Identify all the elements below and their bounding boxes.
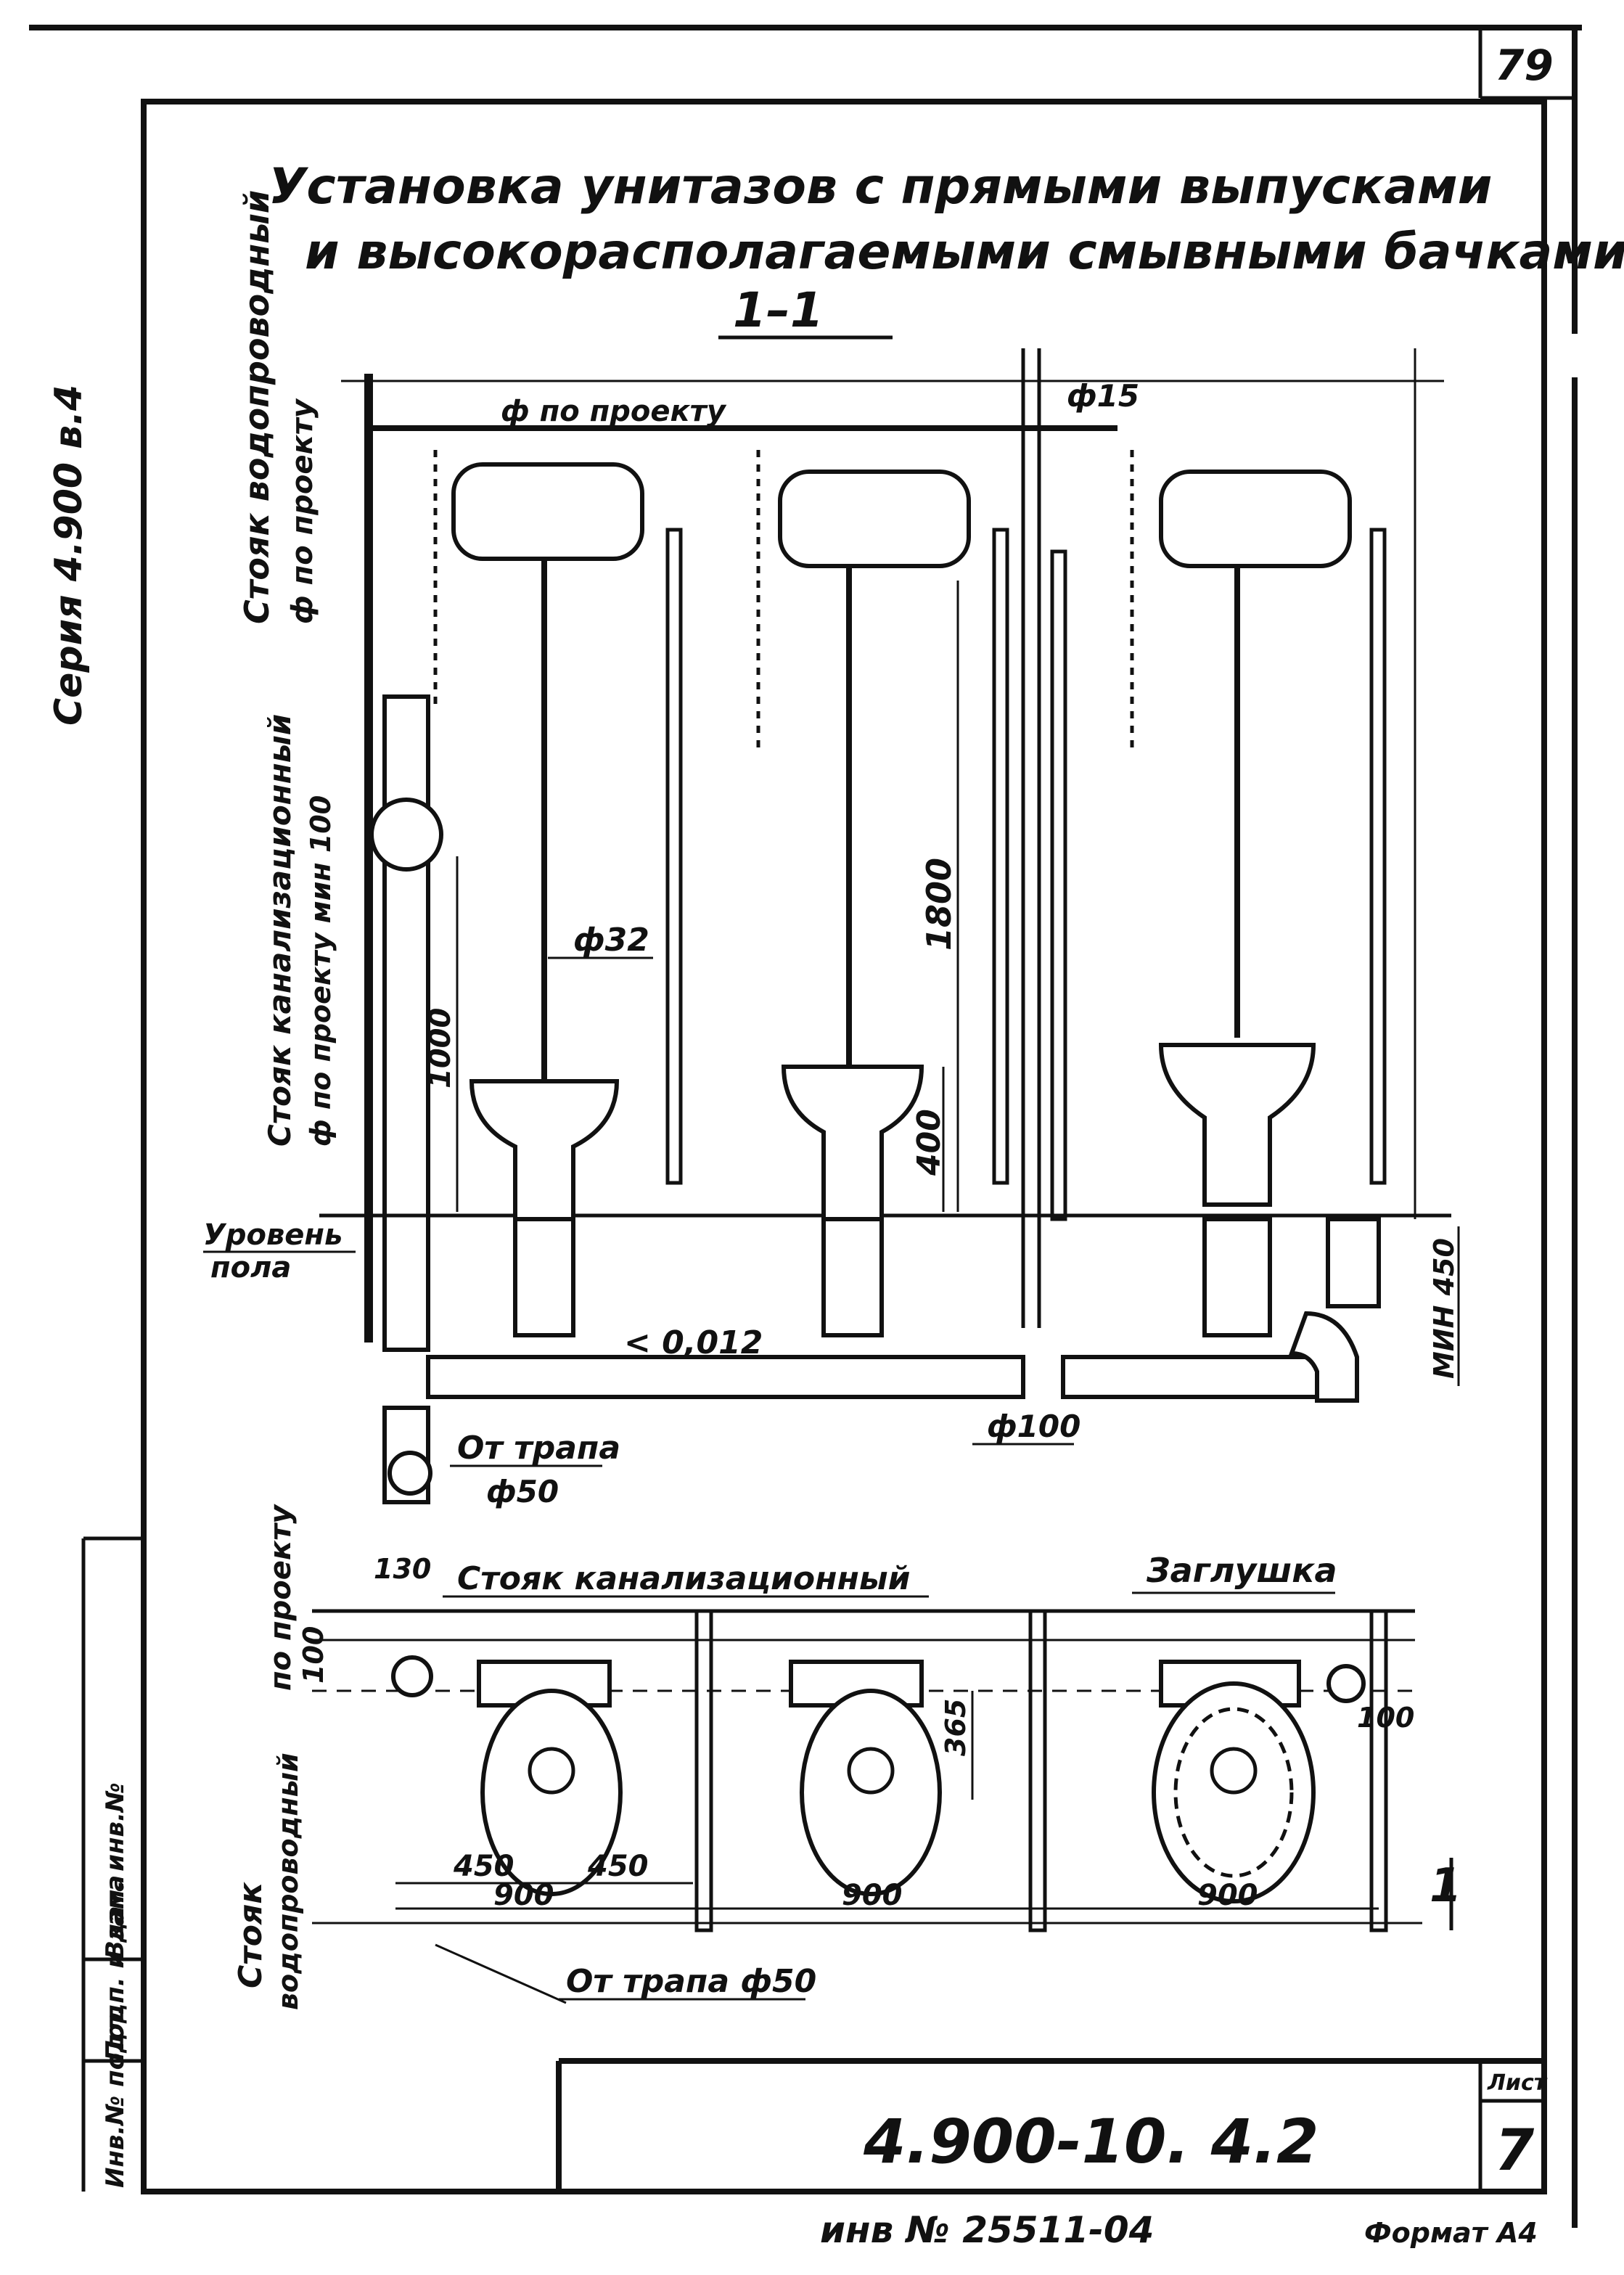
label-floor-1: Уровень bbox=[203, 1218, 343, 1252]
label-plan-riser-water-1: Стояк bbox=[232, 1882, 269, 1988]
partition-2 bbox=[992, 528, 1009, 1185]
dim-900-c: 900 bbox=[1197, 1879, 1258, 1912]
plan-partition-1 bbox=[694, 1609, 713, 1932]
section-cut-mark: 1 bbox=[1430, 1859, 1462, 1913]
end-outlet bbox=[1326, 1217, 1381, 1308]
label-from-drain-50: От трапа ф50 bbox=[566, 1963, 816, 2000]
dim-min450: МИН 450 bbox=[1428, 1238, 1460, 1379]
margin-series: Серия 4.900 в.4 bbox=[47, 385, 91, 726]
toilet-fixture-3 bbox=[1050, 450, 1387, 1337]
bowl-3 bbox=[1158, 1043, 1316, 1207]
side-table-cell-3: Инв.№ подл. bbox=[101, 2006, 130, 2188]
label-riser-water-dia: ф по проекту bbox=[286, 398, 319, 624]
partition-1 bbox=[665, 528, 683, 1185]
label-pipe-100: ф100 bbox=[987, 1409, 1080, 1444]
label-pipe-15: ф15 bbox=[1067, 378, 1139, 414]
dim-130: 130 bbox=[374, 1553, 431, 1585]
cistern-2 bbox=[778, 470, 971, 568]
plan-outlet-3 bbox=[1210, 1747, 1258, 1795]
plan-plug bbox=[1326, 1664, 1366, 1703]
section-mark: 1–1 bbox=[733, 282, 824, 338]
partition-3 bbox=[1050, 549, 1067, 1221]
label-plug: Заглушка bbox=[1146, 1551, 1337, 1590]
doc-number: 4.900-10. 4.2 bbox=[863, 2106, 1319, 2177]
sewer-main-right bbox=[1061, 1355, 1341, 1399]
toilet-fixture-1 bbox=[433, 450, 644, 1337]
label-dia-50: ф50 bbox=[486, 1474, 559, 1509]
label-floor-2: пола bbox=[210, 1251, 291, 1284]
cistern-3 bbox=[1159, 470, 1352, 568]
inventory-note: инв № 25511-04 bbox=[820, 2209, 1154, 2251]
label-slope: < 0,012 bbox=[624, 1324, 763, 1361]
title-line-2: и высокорасполагаемыми смывными бачками bbox=[305, 224, 1624, 281]
bowl-2 bbox=[781, 1065, 924, 1221]
end-elbow bbox=[1288, 1311, 1359, 1403]
dim-1000: 1000 bbox=[424, 1008, 457, 1089]
toilet-fixture-2 bbox=[665, 450, 1009, 1337]
sewer-main-left bbox=[426, 1355, 1025, 1399]
dim-100-left: 100 bbox=[298, 1626, 329, 1684]
plan-outlet-1 bbox=[528, 1747, 575, 1795]
dim-365: 365 bbox=[940, 1699, 972, 1756]
side-table-cell-2: Подп. и дата bbox=[101, 1875, 130, 2061]
label-pipe-per-project: ф по проекту bbox=[501, 395, 727, 428]
sewer-riser bbox=[382, 694, 430, 1352]
dim-1800: 1800 bbox=[919, 858, 959, 951]
label-pipe-32: ф32 bbox=[573, 922, 649, 959]
dim-100-right: 100 bbox=[1357, 1702, 1414, 1734]
plan-partition-2 bbox=[1028, 1609, 1047, 1932]
label-riser-water: Стояк водопроводный bbox=[237, 190, 276, 624]
outlet-3 bbox=[1202, 1217, 1272, 1337]
bowl-1 bbox=[469, 1079, 620, 1221]
format-note: Формат А4 bbox=[1364, 2217, 1538, 2249]
main-frame bbox=[141, 99, 1547, 2194]
sheet-label: Лист bbox=[1487, 2070, 1548, 2096]
label-plan-riser-water-2: водопроводный bbox=[272, 1753, 304, 2010]
label-riser-sewer: Стояк канализационный bbox=[262, 714, 298, 1147]
dim-450-b: 450 bbox=[587, 1850, 649, 1883]
outlet-1 bbox=[513, 1217, 575, 1337]
label-plan-per-project: по проекту bbox=[264, 1504, 298, 1691]
dim-450-a: 450 bbox=[453, 1850, 514, 1883]
side-table-cell-1: Взам. инв.№ bbox=[101, 1782, 130, 1959]
sheet-number: 7 bbox=[1495, 2118, 1535, 2184]
dim-900-a: 900 bbox=[493, 1879, 554, 1912]
plan-outlet-2 bbox=[847, 1747, 895, 1795]
plan-seat-3 bbox=[1173, 1707, 1294, 1878]
sewer-riser-fitting bbox=[369, 798, 443, 872]
leader-from-drain-50 bbox=[435, 1943, 567, 2004]
plan-sewer-riser bbox=[391, 1655, 433, 1697]
cistern-1 bbox=[451, 462, 644, 561]
label-from-drain: От трапа bbox=[457, 1430, 620, 1467]
trap-fitting bbox=[387, 1451, 432, 1496]
title-block: Лист 7 4.900-10. 4.2 bbox=[556, 2058, 1548, 2192]
dim-400: 400 bbox=[911, 1109, 948, 1176]
plan-partition-3 bbox=[1369, 1609, 1388, 1932]
label-plan-riser-sewer: Стояк канализационный bbox=[457, 1560, 911, 1597]
label-riser-sewer-dia: ф по проекту мин 100 bbox=[305, 795, 337, 1147]
title-line-1: Установка унитазов с прямыми выпусками bbox=[268, 158, 1492, 216]
page-number: 79 bbox=[1495, 41, 1554, 90]
plan-view: Стояк канализационный Заглушка 130 по пр… bbox=[232, 1504, 1462, 2010]
outlet-2 bbox=[821, 1217, 884, 1337]
section-view: ф по проекту ф15 Стояк водопроводный ф п… bbox=[203, 190, 1460, 1509]
partition-4 bbox=[1369, 528, 1387, 1185]
dim-900-b: 900 bbox=[842, 1879, 903, 1912]
